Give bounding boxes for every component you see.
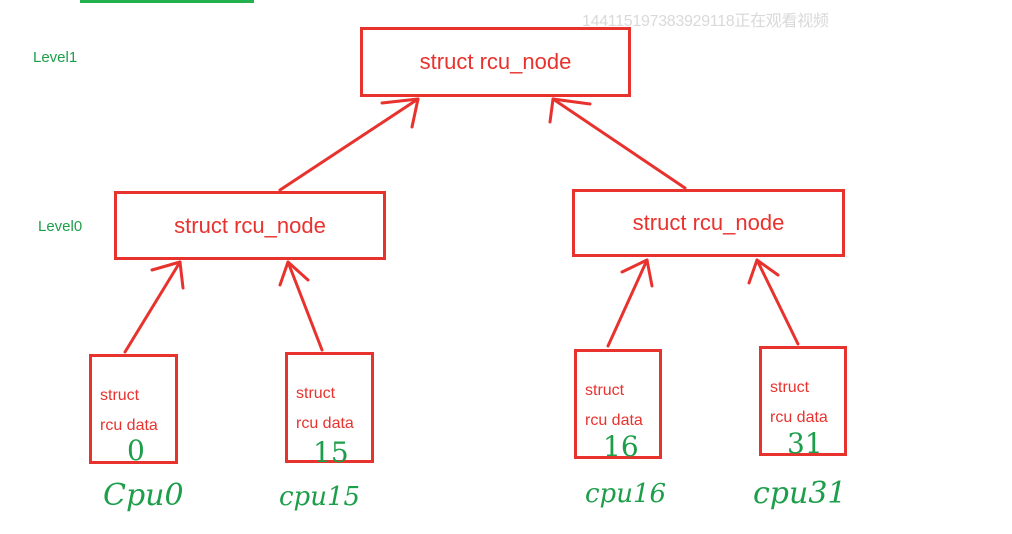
arrow-left-to-root [278,97,420,192]
rcu-data-15-index: 15 [313,436,349,469]
arrow-data16-to-right [606,258,649,348]
rcu-data-16-line1: struct [585,382,625,399]
rcu-data-31-line1: struct [770,379,810,396]
cpu31-label: cpu31 [753,476,847,511]
rcu-data-15-line2: rcu data [296,415,354,432]
arrow-data0-to-left-head [150,260,185,290]
root-rcu-node: struct rcu_node [360,27,631,97]
rcu-data-0-line2: rcu data [100,417,158,434]
cpu15-label: cpu15 [279,482,360,512]
level1-label: Level1 [33,49,78,66]
top-accent-line [80,0,254,3]
rcu-data-box-16: struct rcu data [574,349,662,459]
rcu-data-31-line2: rcu data [770,409,828,426]
viewer-watermark: 14411519738392911​8正在观看视频 [582,13,829,30]
rcu-data-box-31: struct rcu data [759,346,847,456]
rcu-data-31-index: 31 [787,427,823,460]
rcu-data-16-index: 16 [603,430,639,463]
cpu0-label: Cpu0 [103,478,184,513]
arrow-left-to-root-head [380,97,420,129]
arrow-data15-to-left-head [278,260,310,287]
right-rcu-node-label: struct rcu_node [632,210,785,235]
arrow-data16-to-right-head [620,258,654,288]
arrow-data15-to-left [286,260,324,352]
right-rcu-node: struct rcu_node [572,189,845,257]
cpu16-label: cpu16 [585,479,666,509]
rcu-data-box-15: struct rcu data [285,352,374,463]
arrow-data0-to-left [123,260,182,354]
level0-label: Level0 [38,218,83,235]
left-rcu-node: struct rcu_node [114,191,386,260]
arrow-right-to-root [551,97,687,190]
arrow-data31-to-right-head [747,258,780,285]
left-rcu-node-label: struct rcu_node [174,212,326,238]
rcu-data-15-line1: struct [296,385,336,402]
rcu-data-0-line1: struct [100,387,140,404]
arrow-right-to-root-head [548,97,592,124]
rcu-data-0-index: 0 [127,434,145,467]
arrow-data31-to-right [755,258,800,346]
rcu-data-box-0: struct rcu data [89,354,178,464]
root-rcu-node-label: struct rcu_node [419,49,572,74]
rcu-data-16-line2: rcu data [585,412,643,429]
